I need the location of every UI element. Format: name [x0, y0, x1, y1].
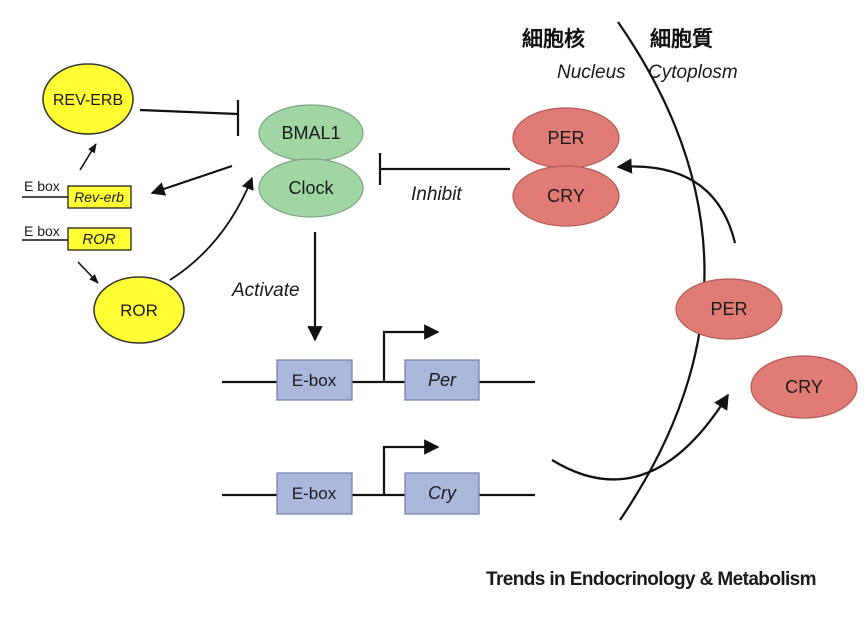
cry-gene-box — [404, 472, 480, 515]
clock-to-rev-erb-arrow — [150, 165, 233, 196]
ebox-per-box — [276, 359, 353, 401]
nuclear-membrane — [617, 21, 706, 521]
activate-label: Activate — [231, 280, 300, 301]
ebox-small-2-label: E box — [24, 223, 60, 239]
rev-erb-protein — [42, 63, 134, 135]
cry-nucleus-label: CRY — [547, 186, 585, 206]
ror-protein-label: ROR — [120, 301, 158, 320]
bmal1-label: BMAL1 — [281, 123, 340, 143]
nucleus-cjk-label: 細胞核 — [522, 26, 585, 51]
cry-promoter-arrow — [382, 439, 440, 495]
cry-gene-label: Cry — [428, 483, 457, 503]
per-nucleus-label: PER — [547, 128, 584, 148]
ror-gene-box — [67, 227, 132, 251]
ror-gene-label: ROR — [82, 231, 116, 248]
nucleus-label: Nucleus — [557, 62, 626, 83]
per-promoter-arrow — [382, 324, 440, 382]
ror-activate-arrow — [169, 176, 254, 281]
rev-erb-gene-label: Rev-erb — [74, 189, 124, 205]
ebox-small-1-label: E box — [24, 178, 60, 194]
ebox-cry-label: E-box — [292, 484, 337, 503]
cry-cytoplasm — [750, 355, 858, 419]
ror-protein — [93, 276, 185, 344]
cry-nucleus — [512, 165, 620, 227]
cry-export-arrow — [551, 393, 729, 481]
ror-gene-to-protein-arrow — [77, 261, 99, 284]
rev-erb-protein-label: REV-ERB — [53, 92, 123, 109]
source-credit: Trends in Endocrinology & Metabolism — [486, 569, 816, 590]
cytoplasm-label: Cytoplosm — [648, 62, 738, 83]
per-cytoplasm-label: PER — [710, 299, 747, 319]
rev-erb-gene-box — [67, 185, 132, 209]
per-cytoplasm — [675, 278, 783, 340]
cytoplasm-cjk-label: 細胞質 — [650, 26, 713, 51]
inhibit-label: Inhibit — [411, 184, 462, 205]
per-cry-import-arrow — [616, 158, 737, 244]
ebox-cry-box — [276, 472, 353, 515]
rev-erb-inhibit-line — [139, 108, 239, 116]
cry-cytoplasm-label: CRY — [785, 377, 823, 397]
clock-label: Clock — [288, 178, 334, 198]
clock-protein — [258, 158, 364, 218]
rev-erb-gene-to-protein-arrow — [79, 143, 97, 171]
ebox-per-label: E-box — [292, 371, 337, 390]
per-gene-box — [404, 359, 480, 401]
per-gene-label: Per — [428, 370, 457, 390]
